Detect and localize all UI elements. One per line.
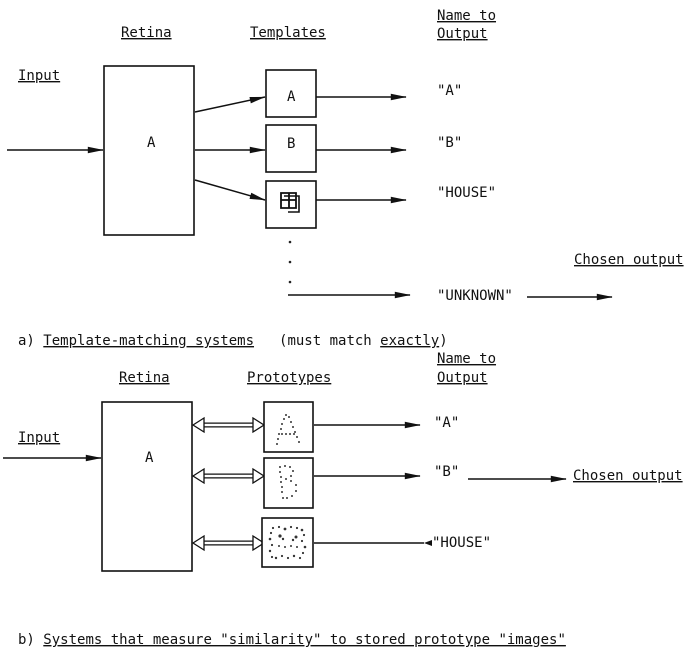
ellipsis-dot	[289, 281, 292, 284]
ellipsis-dot	[289, 241, 292, 244]
retina-letter-b: A	[145, 450, 154, 466]
prototype-similarity-diagram: Name to Output Retina Prototypes Input A	[3, 351, 683, 648]
name-to-output-heading-a-line1: Name to	[437, 8, 496, 24]
prototype-box-house	[262, 518, 313, 567]
output-name-b-a: "A"	[434, 415, 459, 431]
template-matching-diagram: Retina Templates Name to Output Input A …	[7, 8, 684, 349]
retina-box-b	[102, 402, 192, 571]
retina-heading-a: Retina	[121, 25, 172, 41]
caption-a: a) Template-matching systems(must match …	[18, 333, 448, 349]
input-label-b: Input	[18, 430, 60, 446]
caption-b: b) Systems that measure "similarity" to …	[18, 632, 566, 648]
retina-heading-b: Retina	[119, 370, 170, 386]
name-to-output-heading-a-line2: Output	[437, 26, 488, 42]
output-name-house: "HOUSE"	[437, 185, 496, 201]
double-arrow-a	[193, 418, 264, 432]
output-name-unknown: "UNKNOWN"	[437, 288, 513, 304]
prototype-house-output-arrowhead	[424, 540, 432, 546]
prototype-box-b	[264, 458, 313, 508]
template-glyph-b: B	[287, 136, 295, 152]
input-label-a: Input	[18, 68, 60, 84]
chosen-output-label-b: Chosen output	[573, 468, 683, 484]
output-name-b-b: "B"	[434, 464, 459, 480]
double-arrow-house	[193, 536, 264, 550]
name-to-output-heading-b-line1: Name to	[437, 351, 496, 367]
double-arrow-b	[193, 469, 264, 483]
output-name-b: "B"	[437, 135, 462, 151]
output-name-b-house: "HOUSE"	[432, 535, 491, 551]
prototype-box-a	[264, 402, 313, 452]
templates-heading: Templates	[250, 25, 326, 41]
prototypes-heading: Prototypes	[247, 370, 331, 386]
output-name-a: "A"	[437, 83, 462, 99]
ellipsis-dot	[289, 261, 292, 264]
template-box-house	[266, 181, 316, 228]
template-glyph-a: A	[287, 89, 296, 105]
retina-to-template-a-arrow	[195, 97, 265, 112]
retina-to-template-house-arrow	[195, 180, 265, 200]
chosen-output-label-a: Chosen output	[574, 252, 684, 268]
retina-letter-a: A	[147, 135, 156, 151]
name-to-output-heading-b-line2: Output	[437, 370, 488, 386]
